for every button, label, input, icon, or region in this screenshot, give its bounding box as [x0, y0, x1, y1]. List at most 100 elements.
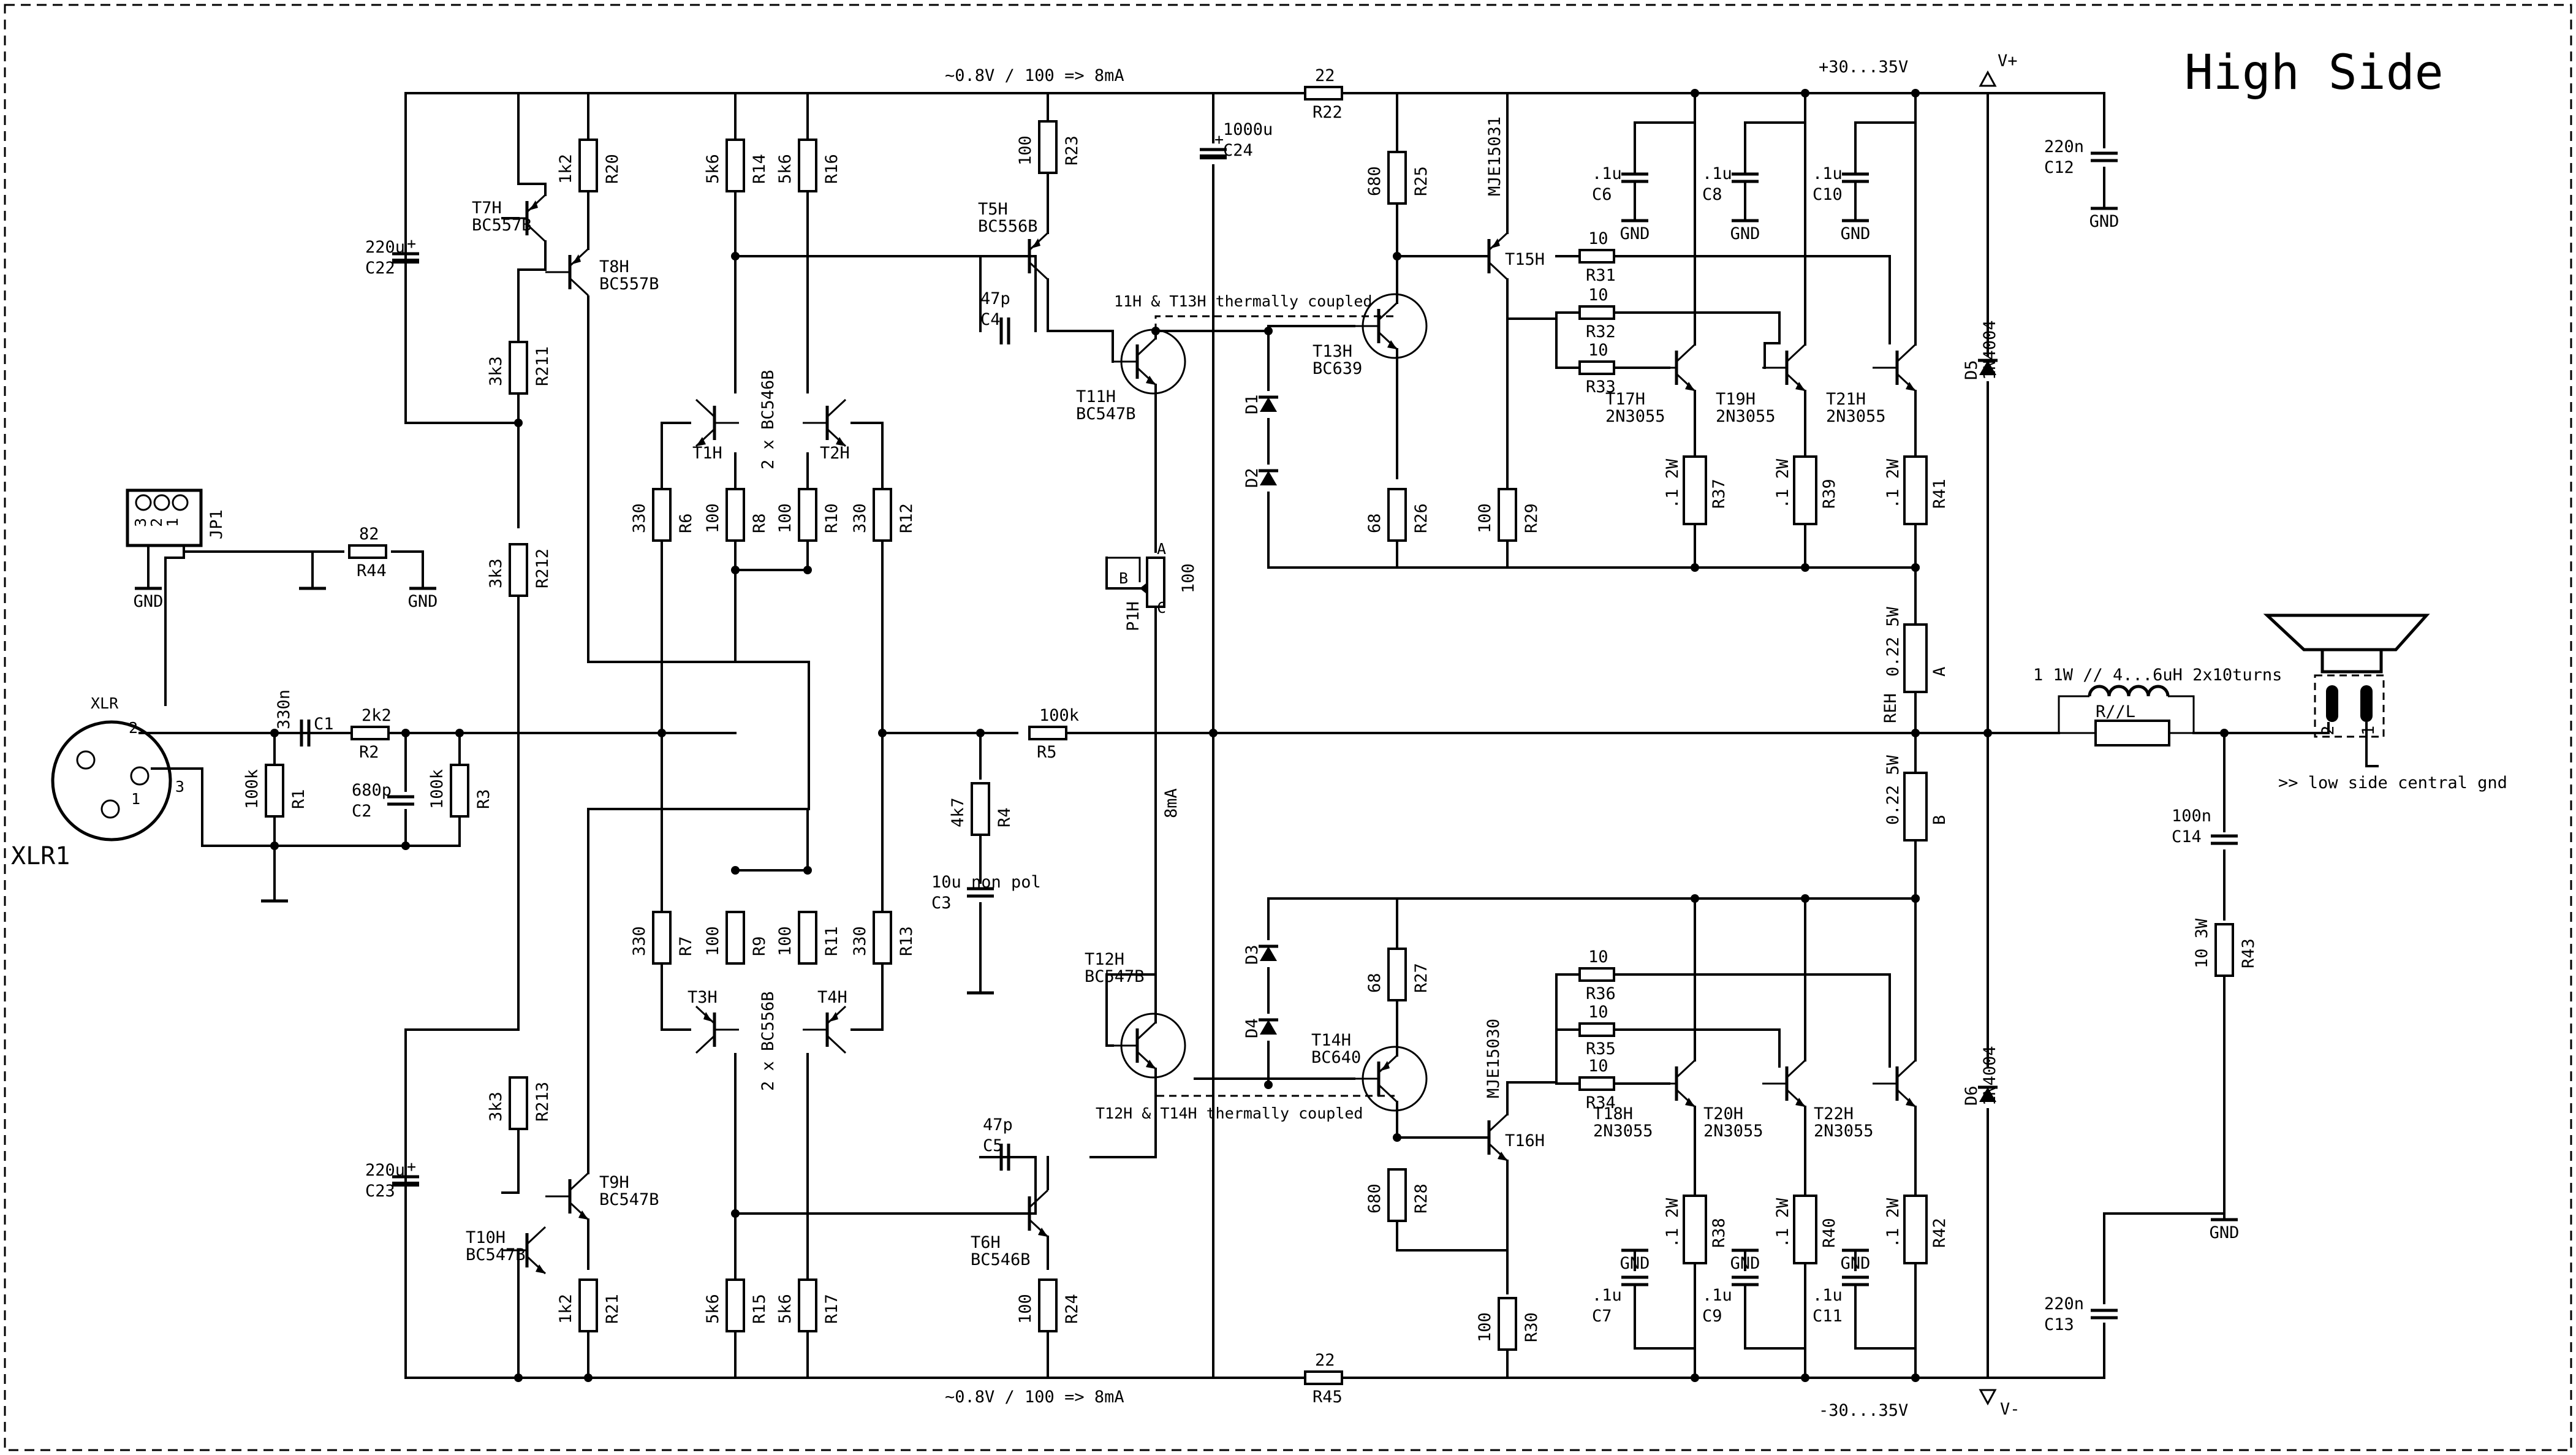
resistor-value: 330 — [850, 503, 869, 533]
wire — [517, 183, 547, 196]
diode-value: 1N4004 — [1980, 1046, 1999, 1106]
resistor-value: 2k2 — [362, 706, 392, 725]
ground-symbol: GND — [408, 587, 438, 611]
transistor-t4h: T4H — [803, 988, 847, 1054]
junction-dot — [1911, 563, 1920, 572]
gnd-label: GND — [1620, 1254, 1650, 1273]
pot-pin-a: A — [1157, 540, 1166, 558]
capacitor-value: 680p — [352, 781, 392, 800]
resistor-value: .1 2W — [1884, 1198, 1903, 1248]
resistor-value: .1 2W — [1773, 458, 1792, 509]
resistor-body — [1498, 488, 1517, 542]
resistor-body — [1038, 1278, 1058, 1332]
diode-d1: D1 — [1243, 394, 1278, 414]
resistor-ref: R39 — [1820, 479, 1839, 509]
transistor-ref: T5H — [978, 200, 1008, 219]
capacitor-ref: C5 — [983, 1136, 1003, 1155]
resistor-ref: R12 — [897, 503, 916, 533]
resistor-ref: R32 — [1586, 322, 1616, 341]
resistor-body — [798, 911, 817, 965]
transistor-type: BC556B — [978, 217, 1038, 236]
resistor-body — [725, 1278, 745, 1332]
transistor-ref: T10H — [466, 1228, 506, 1247]
jp1-pin-1: 1 — [164, 518, 181, 527]
reh-label: REH — [1881, 693, 1900, 723]
diode-ref: D6 — [1962, 1085, 1981, 1106]
capacitor-ref: C12 — [2044, 158, 2074, 177]
top-current-note: ~0.8V / 100 => 8mA — [945, 66, 1124, 85]
resistor-body — [1578, 249, 1615, 264]
transistor-ref: T7H — [472, 199, 502, 218]
resistor-ref: R17 — [822, 1294, 841, 1324]
wire — [1506, 973, 1558, 1115]
wire — [2192, 722, 2330, 734]
transistor-ref: T15H — [1505, 250, 1545, 269]
transistor-ref: T6H — [971, 1233, 1001, 1252]
junction-dot — [1691, 1373, 1699, 1382]
capacitor-ref: C8 — [1702, 185, 1722, 204]
junction-dot — [270, 841, 279, 850]
jp1-body — [126, 488, 203, 547]
diode-d4: D4 — [1243, 1018, 1278, 1038]
resistor-body — [652, 488, 672, 542]
resistor-r39: .1 2W R39 — [1773, 455, 1839, 525]
junction-dots — [270, 89, 2229, 1382]
thermal-note-top: 11H & T13H thermally coupled — [1114, 292, 1372, 310]
transistor-type: 2N3055 — [1605, 407, 1665, 426]
resistor-value: 82 — [359, 525, 379, 544]
resistor-value: 100k — [243, 769, 262, 809]
gnd-label: GND — [1730, 1254, 1760, 1273]
pot-value: 100 — [1179, 563, 1198, 593]
junction-dot — [1264, 327, 1273, 335]
resistor-ref: R20 — [603, 154, 622, 184]
transistor-ref: T16H — [1505, 1131, 1545, 1150]
speaker-pin-2: 2 — [2319, 726, 2338, 735]
diode-ref: D2 — [1243, 468, 1262, 488]
junction-dot — [1691, 563, 1699, 572]
junction-dot — [1911, 1373, 1920, 1382]
resistor-body — [1793, 455, 1817, 525]
wire — [979, 1156, 1037, 1215]
jp1-pin-2: 2 — [148, 518, 165, 527]
resistor-ref: R11 — [822, 926, 841, 956]
resistor-ref: R2 — [359, 743, 379, 762]
capacitor-ref: C24 — [1223, 141, 1253, 160]
wire — [1047, 278, 1092, 332]
junction-dot — [731, 1209, 740, 1218]
resistor-body — [652, 911, 672, 965]
transistor-t15h: T15H — [1464, 232, 1545, 281]
resistor-ref: R38 — [1710, 1218, 1729, 1248]
xlr-shield — [164, 550, 185, 706]
resistor-ref: A — [1930, 667, 1949, 677]
resistor-body — [1387, 151, 1407, 205]
wire — [1613, 973, 1891, 1068]
transistor-type: BC639 — [1313, 359, 1362, 378]
resistor-body — [1578, 1076, 1615, 1091]
resistor-value: 10 — [1588, 229, 1608, 248]
capacitor-ref: C11 — [1813, 1307, 1843, 1326]
transistor-ref: T19H — [1716, 390, 1756, 409]
resistor-body — [265, 764, 284, 818]
capacitor-value: 220n — [2044, 137, 2084, 156]
